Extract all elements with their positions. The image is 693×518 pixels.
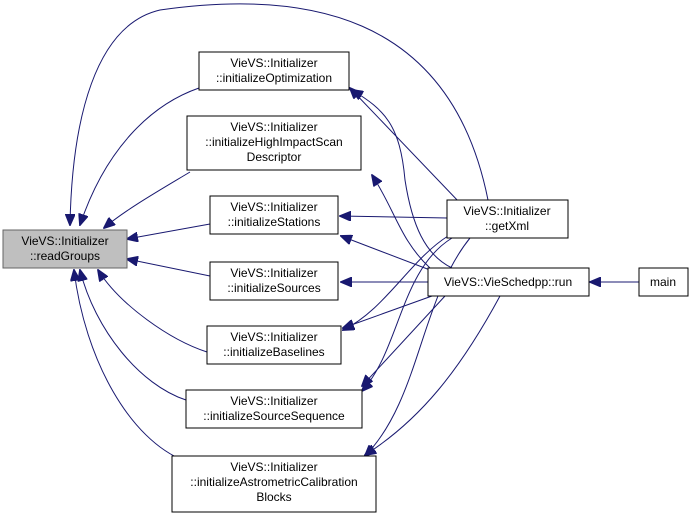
node-initialize-source-sequence[interactable]: VieVS::Initializer ::initializeSourceSeq… [185, 389, 363, 429]
edge-run-initOpt [352, 90, 453, 269]
node-label-line: ::initializeSourceSequence [203, 409, 345, 423]
node-label-line: VieVS::Initializer [230, 120, 317, 134]
node-initialize-astrometric-calibration-blocks[interactable]: VieVS::Initializer ::initializeAstrometr… [171, 455, 377, 513]
edge-run-initHigh [372, 175, 431, 269]
node-label-line: ::initializeBaselines [223, 345, 324, 359]
edge-initSources-readGroups [127, 259, 211, 277]
node-label-line: VieVS::Initializer [230, 56, 317, 70]
edge-getXml-initAstro [365, 237, 471, 456]
node-label-line: ::initializeStations [228, 215, 321, 229]
edges [70, 3, 639, 462]
edge-initStations-readGroups [127, 223, 211, 239]
edge-initOpt-readGroups [80, 87, 200, 225]
edge-run-initAstro [365, 295, 501, 455]
node-read-groups[interactable]: VieVS::Initializer ::readGroups [2, 229, 128, 269]
node-label-line: VieVS::Initializer [230, 200, 317, 214]
node-label-line: VieVS::Initializer [463, 204, 550, 218]
edge-getXml-readGroups [70, 3, 489, 225]
node-label-line: Descriptor [247, 150, 302, 164]
node-label-line: ::initializeAstrometricCalibration [190, 475, 357, 489]
node-label-line: VieVS::Initializer [230, 266, 317, 280]
node-label-line: Blocks [256, 490, 291, 504]
node-label-line: VieVS::Initializer [230, 394, 317, 408]
node-label-line: VieVS::Initializer [230, 460, 317, 474]
node-label-line: ::initializeHighImpactScan [205, 135, 342, 149]
node-label-line: VieVS::VieSchedpp::run [444, 275, 572, 289]
node-label-line: ::initializeOptimization [216, 71, 332, 85]
node-get-xml[interactable]: VieVS::Initializer ::getXml [446, 199, 569, 239]
node-label-line: ::getXml [485, 219, 529, 233]
edge-getXml-initOpt [350, 88, 461, 204]
edge-run-initBaselines [343, 295, 433, 328]
edge-run-initSeq [362, 295, 446, 386]
edge-initBaselines-readGroups [98, 270, 208, 353]
node-initialize-stations[interactable]: VieVS::Initializer ::initializeStations [209, 195, 339, 235]
edge-getXml-initBaselines [343, 235, 449, 330]
node-initialize-sources[interactable]: VieVS::Initializer ::initializeSources [209, 261, 339, 301]
node-main[interactable]: main [638, 267, 689, 297]
node-label-line: VieVS::Initializer [21, 234, 108, 248]
edge-initAstro-readGroups [74, 270, 186, 462]
node-initialize-high-impact-scan-descriptor[interactable]: VieVS::Initializer ::initializeHighImpac… [186, 115, 362, 171]
node-label-line: ::readGroups [30, 249, 100, 263]
node-vieschedpp-run[interactable]: VieVS::VieSchedpp::run [427, 267, 590, 297]
node-label-line: VieVS::Initializer [230, 330, 317, 344]
node-label-line: main [650, 275, 676, 289]
node-initialize-baselines[interactable]: VieVS::Initializer ::initializeBaselines [206, 325, 342, 365]
edge-getXml-initSeq [362, 237, 453, 391]
edge-initSeq-readGroups [80, 270, 187, 401]
edge-getXml-initStations [340, 216, 448, 218]
edge-initHigh-readGroups [104, 171, 191, 228]
node-label-line: ::initializeSources [227, 281, 320, 295]
node-initialize-optimization[interactable]: VieVS::Initializer ::initializeOptimizat… [198, 51, 350, 91]
nodes: VieVS::Initializer ::readGroups VieVS::I… [2, 51, 689, 513]
edge-run-initStations [341, 236, 431, 271]
